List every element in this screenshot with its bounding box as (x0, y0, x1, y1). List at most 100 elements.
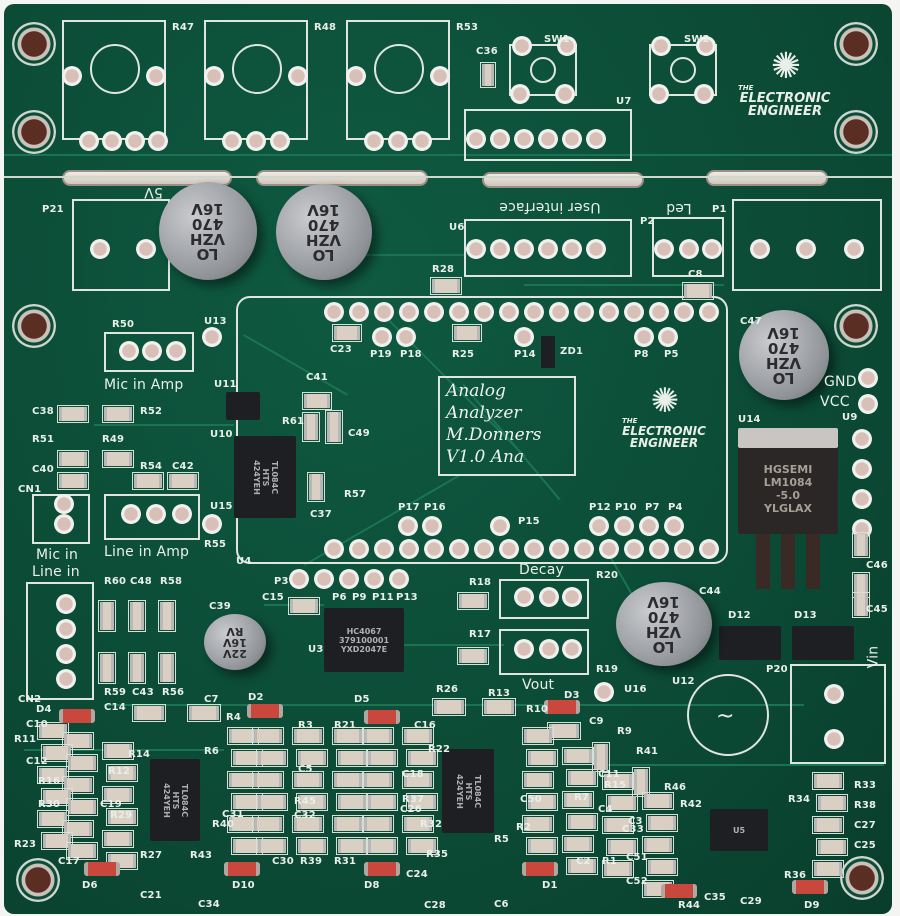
mounting-hole (16, 858, 60, 902)
terminal-vin (790, 664, 886, 764)
smd-component (231, 793, 263, 811)
through-hole-pad (562, 587, 582, 607)
smd-component (812, 772, 844, 790)
through-hole-pad (422, 516, 442, 536)
pot-dial (232, 44, 282, 94)
ref-label: U3 (308, 644, 324, 655)
ref-label: R26 (436, 684, 459, 695)
ref-label: R30 (38, 799, 61, 810)
through-hole-pad (490, 129, 510, 149)
test-point-vcc (858, 394, 878, 414)
ref-label: P11 (372, 592, 394, 603)
smd-component (102, 786, 134, 804)
ref-label: R47 (172, 22, 195, 33)
ref-label: P5 (664, 349, 679, 360)
ref-label: C52 (626, 876, 648, 887)
through-hole-pad (246, 131, 266, 151)
ref-label: C26 (400, 804, 422, 815)
diode (84, 862, 120, 876)
diode (364, 862, 400, 876)
chip-marking: TL084C HTS 424YEH (251, 459, 279, 495)
smd-component (402, 815, 434, 833)
through-hole-pad (349, 539, 369, 559)
through-hole-pad (314, 569, 334, 589)
smd-component (252, 771, 284, 789)
smd-component (482, 698, 516, 716)
smd-component (480, 62, 496, 88)
ref-label: C46 (866, 560, 888, 571)
connector-line-in (26, 582, 94, 700)
through-hole-pad (658, 327, 678, 347)
chip-u3: HC4067 379100001 YXD2047E (324, 608, 404, 672)
through-hole-pad (399, 539, 419, 559)
smd-component (132, 704, 166, 722)
through-hole-pad (399, 302, 419, 322)
through-hole-pad (349, 302, 369, 322)
ref-label: R21 (334, 720, 357, 731)
ref-label: C16 (414, 720, 436, 731)
ref-label: P4 (668, 502, 683, 513)
header-p2-led (652, 217, 724, 277)
through-hole-pad (699, 539, 719, 559)
smd-component (457, 592, 489, 610)
through-hole-pad (202, 327, 222, 347)
smd-component (642, 836, 674, 854)
through-hole-pad (562, 639, 582, 659)
through-hole-pad (148, 131, 168, 151)
through-hole-pad (449, 539, 469, 559)
through-hole-pad (398, 516, 418, 536)
smd-component (41, 744, 73, 762)
ref-label: C48 (130, 576, 152, 587)
through-hole-pad (539, 639, 559, 659)
ref-label: R39 (300, 856, 323, 867)
title-block (438, 376, 576, 476)
ref-label: C6 (494, 899, 509, 910)
capacitor-470uf: LO VZH 470 16V (159, 182, 257, 280)
pot-dial (90, 44, 140, 94)
smd-component (102, 742, 134, 760)
smd-component (57, 472, 89, 490)
smd-component (98, 652, 116, 684)
smd-component (406, 793, 438, 811)
ref-label: R10 (526, 704, 549, 715)
ref-label: C47 (740, 316, 762, 327)
ref-label: R34 (788, 794, 811, 805)
ref-label: D3 (564, 690, 580, 701)
through-hole-pad (490, 516, 510, 536)
smd-component (566, 813, 598, 831)
through-hole-pad (852, 489, 872, 509)
through-hole-pad (270, 131, 290, 151)
ref-label: P16 (424, 502, 446, 513)
smd-component (366, 749, 398, 767)
through-hole-pad (474, 539, 494, 559)
regulator-tab (738, 428, 838, 448)
through-hole-pad (574, 539, 594, 559)
through-hole-pad (512, 36, 532, 56)
ref-label: R53 (456, 22, 479, 33)
through-hole-pad (364, 569, 384, 589)
label-vin: Vin (865, 645, 882, 669)
ref-label: R50 (112, 319, 135, 330)
cap-marking: LO VZH 470 16V (646, 593, 682, 656)
mounting-hole (12, 304, 56, 348)
diode (544, 700, 580, 714)
title-text: Analog Analyzer M.Donners V1.0 Ana (446, 380, 541, 468)
cap-marking: LO VZH 470 16V (766, 324, 802, 387)
through-hole-pad (589, 516, 609, 536)
ref-label: R58 (160, 576, 183, 587)
smd-component (336, 793, 368, 811)
cap-marking: LO VZH 470 16V (306, 201, 342, 264)
smd-component (98, 600, 116, 632)
smd-component (57, 450, 89, 468)
ref-label: R42 (680, 799, 703, 810)
smd-component (187, 704, 221, 722)
through-hole-pad (562, 129, 582, 149)
through-hole-pad (674, 539, 694, 559)
smd-component (256, 837, 288, 855)
through-hole-pad (142, 341, 162, 361)
through-hole-pad (586, 239, 606, 259)
smd-component (227, 727, 259, 745)
ref-label: D4 (36, 704, 52, 715)
smd-component (288, 597, 320, 615)
ref-label: C40 (32, 464, 54, 475)
